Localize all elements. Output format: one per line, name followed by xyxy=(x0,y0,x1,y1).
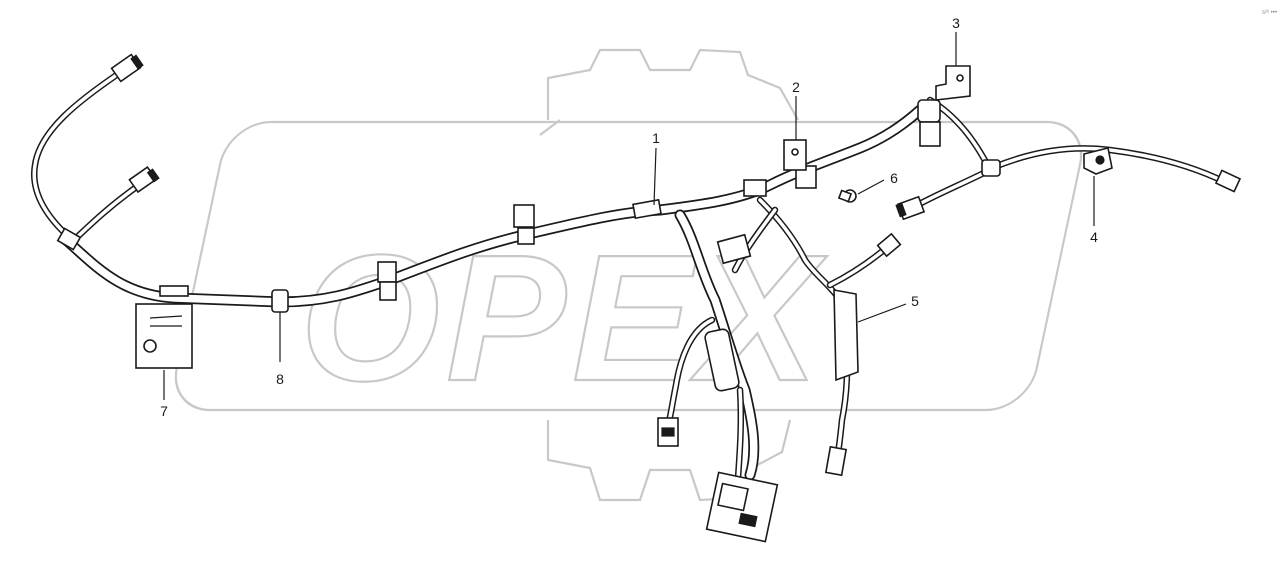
callout-6: 6 xyxy=(890,170,898,186)
clamp-f xyxy=(743,179,767,197)
callout-4: 4 xyxy=(1090,229,1098,245)
connector-top-clip xyxy=(919,121,941,147)
clamp-d xyxy=(517,227,535,245)
watermark-frame xyxy=(174,120,1083,412)
main-connector-block xyxy=(705,471,779,543)
part-8-clamp xyxy=(271,289,289,313)
callout-7: 7 xyxy=(160,403,168,419)
clamp-a xyxy=(377,261,397,283)
clamp-c xyxy=(513,204,535,228)
harness-center-drop xyxy=(657,209,779,543)
corner-mark: s²² ••• xyxy=(1262,10,1277,16)
callout-2: 2 xyxy=(792,79,800,95)
callout-1: 1 xyxy=(652,130,660,146)
harness-right-branches xyxy=(895,96,1242,221)
junction-left xyxy=(56,227,82,251)
callout-8: 8 xyxy=(276,371,284,387)
sleeve-center xyxy=(704,328,740,392)
clamp-b xyxy=(379,281,397,301)
part-4-terminal xyxy=(1083,147,1113,175)
plug-right-end xyxy=(1214,169,1242,193)
plug-right-branch-lower xyxy=(824,445,848,477)
junction-top xyxy=(917,99,941,123)
harness-left-branches xyxy=(30,53,160,251)
callout-leaders xyxy=(163,32,1095,400)
callout-3: 3 xyxy=(952,15,960,31)
callout-5: 5 xyxy=(911,293,919,309)
junction-right xyxy=(981,159,1001,177)
part-5-plate xyxy=(833,289,859,382)
connector-center-right xyxy=(716,233,752,265)
plug-right-branch-upper xyxy=(876,232,902,258)
part-3-bracket xyxy=(935,65,971,101)
part-7-bracket xyxy=(135,285,193,369)
part-2-bracket xyxy=(783,139,807,171)
callout-labels: 1 2 3 4 5 6 7 8 xyxy=(160,15,1098,419)
part-6-bolt xyxy=(837,189,857,203)
